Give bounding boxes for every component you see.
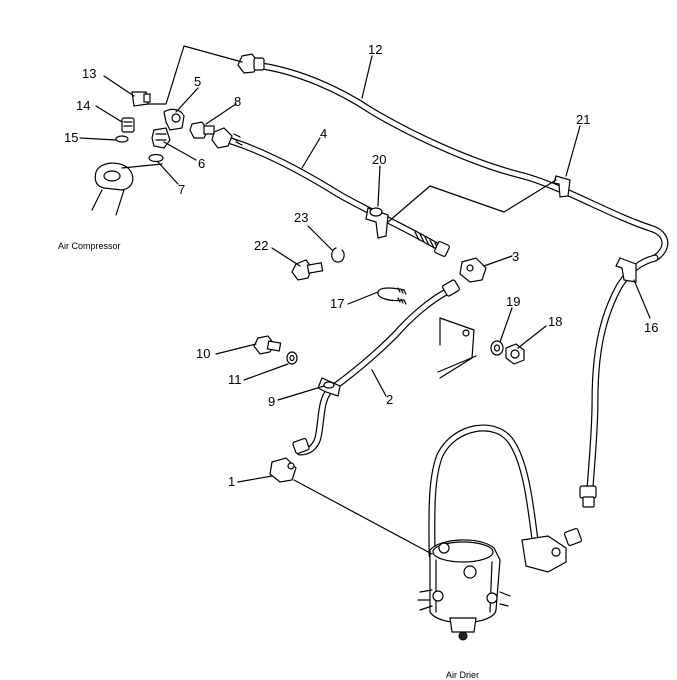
washer-23 xyxy=(331,247,345,263)
bolt-22 xyxy=(291,259,324,281)
caption-air-compressor: Air Compressor xyxy=(58,241,121,251)
label-12: 12 xyxy=(368,42,382,57)
label-6: 6 xyxy=(198,156,205,171)
pipe-16 xyxy=(586,254,659,492)
label-13: 13 xyxy=(82,66,96,81)
fitting-14 xyxy=(121,117,135,133)
pipe-2-bottom-fitting xyxy=(292,437,310,455)
clamp-20 xyxy=(365,207,389,239)
air-compressor xyxy=(91,162,134,216)
label-8: 8 xyxy=(234,94,241,109)
bolt-10 xyxy=(253,335,282,355)
gasket-7 xyxy=(148,153,164,163)
label-10: 10 xyxy=(196,346,210,361)
routing-lines xyxy=(121,45,557,555)
label-23: 23 xyxy=(294,210,308,225)
elbow-5 xyxy=(163,108,185,131)
caption-air-drier: Air Drier xyxy=(446,670,479,680)
pipe-16-bottom-fitting xyxy=(579,485,597,508)
clamp-21 xyxy=(553,175,571,198)
fitting-13 xyxy=(131,91,151,107)
label-18: 18 xyxy=(548,314,562,329)
clamp-9 xyxy=(317,377,341,397)
label-20: 20 xyxy=(372,152,386,167)
label-3: 3 xyxy=(512,249,519,264)
pipe-12 xyxy=(258,62,669,262)
pipe-4-end-fitting xyxy=(211,127,243,149)
label-1: 1 xyxy=(228,474,235,489)
pipe-4-spring-guard xyxy=(414,231,450,257)
adapter-6 xyxy=(151,127,171,149)
label-4: 4 xyxy=(320,126,327,141)
u-bolt-17 xyxy=(377,287,407,305)
pipe-2-top-fitting xyxy=(442,279,460,297)
gasket-15 xyxy=(115,135,129,143)
callout-leaders xyxy=(79,55,651,483)
pipe-4 xyxy=(224,136,439,249)
label-7: 7 xyxy=(178,182,185,197)
pipe-2 xyxy=(296,286,454,456)
label-9: 9 xyxy=(268,394,275,409)
fitting-8 xyxy=(189,121,215,139)
label-15: 15 xyxy=(64,130,78,145)
washer-11 xyxy=(286,351,298,365)
label-19: 19 xyxy=(506,294,520,309)
drier-inlet-elbow xyxy=(521,527,583,573)
label-14: 14 xyxy=(76,98,90,113)
label-16: 16 xyxy=(644,320,658,335)
label-5: 5 xyxy=(194,74,201,89)
pipe-12-nut xyxy=(237,53,265,74)
clamp-16 xyxy=(615,257,637,283)
nut-18 xyxy=(505,343,525,365)
drier-loop-pipe xyxy=(428,424,539,559)
washer-19 xyxy=(490,340,504,356)
label-21: 21 xyxy=(576,112,590,127)
elbow-3 xyxy=(459,257,487,283)
part-labels: 12 13 14 15 5 8 6 7 4 20 21 23 22 3 17 1… xyxy=(64,42,658,489)
elbow-1 xyxy=(269,457,297,483)
label-2: 2 xyxy=(386,392,393,407)
label-22: 22 xyxy=(254,238,268,253)
label-11: 11 xyxy=(228,372,242,387)
air-drier xyxy=(417,539,511,641)
bracket-plate xyxy=(439,317,475,379)
label-17: 17 xyxy=(330,296,344,311)
